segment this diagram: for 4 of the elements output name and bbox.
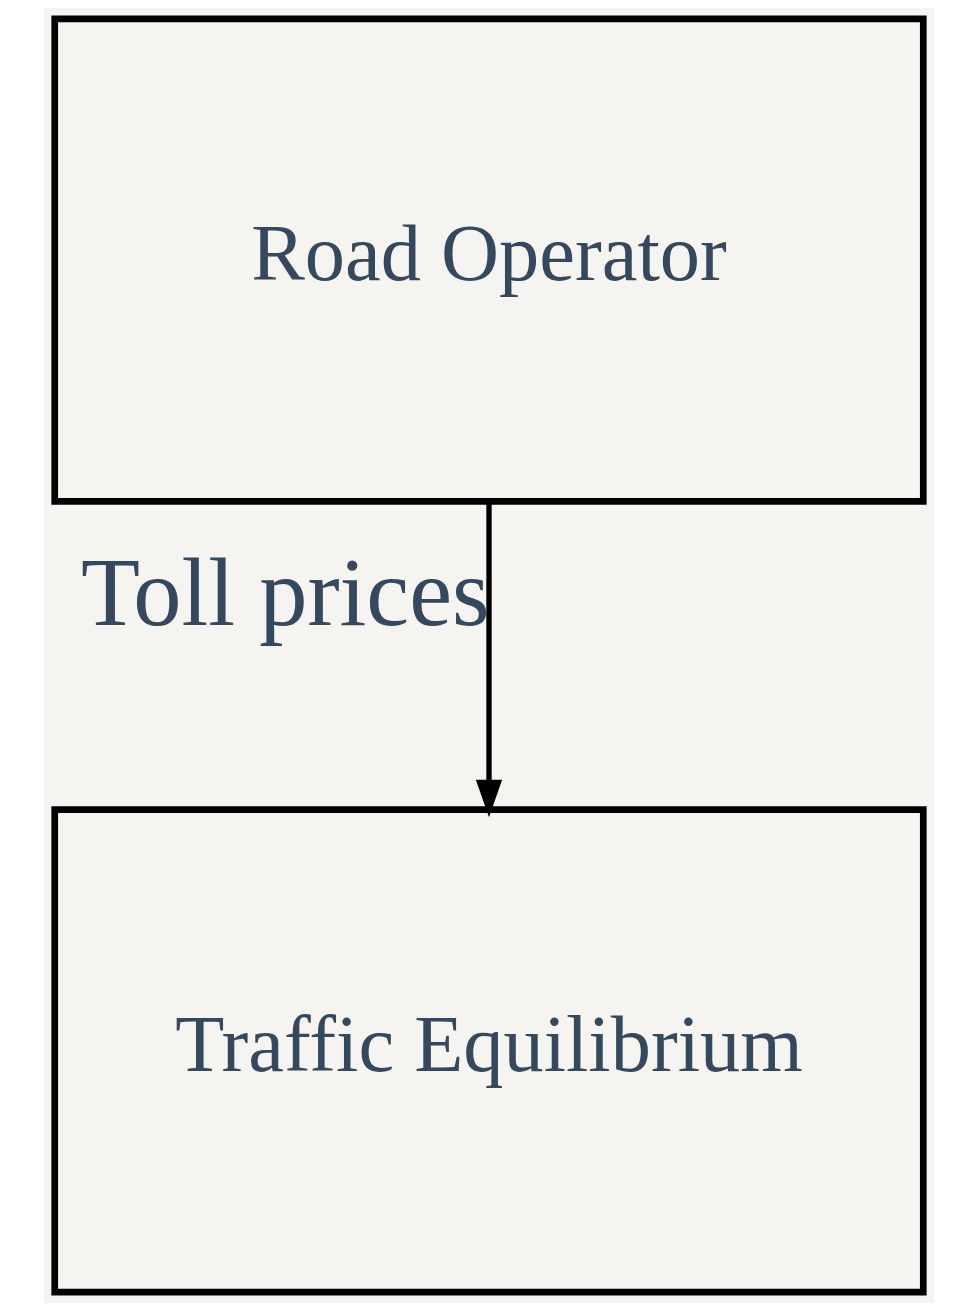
edge-label: Toll prices [80,539,490,647]
node-box: Road Operator [51,15,927,505]
arrow [475,501,503,818]
node-box: Traffic Equilibrium [51,806,927,1296]
